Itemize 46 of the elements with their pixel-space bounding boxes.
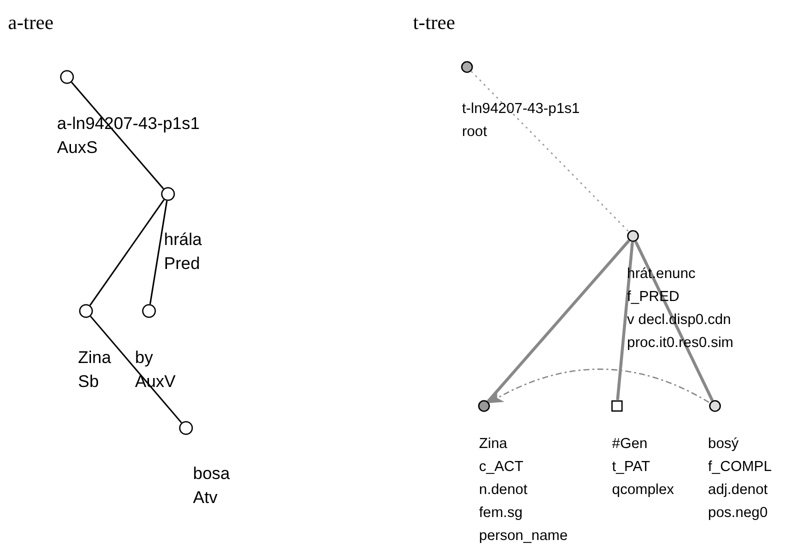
tree-edge [149, 200, 168, 304]
node-label: t-ln94207-43-p1s1 [462, 100, 580, 119]
node-attribute: Pred [164, 253, 200, 275]
node-label: bosý [708, 435, 739, 454]
tree-edge [90, 316, 182, 424]
node-circle [161, 187, 175, 201]
node-label: hrála [164, 229, 202, 251]
node-circle [627, 230, 639, 242]
tree-edge [89, 199, 165, 306]
node-attribute: Sb [78, 371, 99, 393]
node-attribute: fem.sg [479, 504, 523, 523]
node-attribute: c_ACT [479, 458, 524, 477]
tree-edge [616, 242, 634, 400]
node-attribute: AuxS [57, 137, 98, 159]
node-attribute: proc.it0.res0.sim [627, 334, 734, 353]
node-attribute: v decl.disp0.cdn [627, 311, 731, 330]
node-attribute: n.denot [479, 481, 528, 500]
node-label: Zina [78, 347, 112, 369]
node-label: hrát.enunc [627, 265, 696, 284]
node-attribute: t_PAT [612, 458, 650, 477]
node-circle [142, 304, 156, 318]
node-circle [179, 421, 193, 435]
node-attribute: f_COMPL [708, 458, 772, 477]
node-circle [60, 70, 74, 84]
tree-edge [486, 240, 630, 402]
node-circle [478, 400, 490, 412]
tree-title: t-tree [413, 12, 456, 35]
node-attribute: Atv [193, 487, 218, 509]
tree-edge [634, 240, 714, 402]
node-square [611, 400, 623, 412]
node-label: by [135, 347, 153, 369]
node-label: Zina [479, 435, 508, 454]
node-label: #Gen [612, 435, 648, 454]
node-circle [79, 304, 93, 318]
node-attribute: qcomplex [612, 481, 674, 500]
node-circle [461, 61, 473, 73]
node-attribute: pos.neg0 [708, 504, 768, 523]
tree-title: a-tree [8, 12, 54, 35]
node-label: bosa [193, 463, 230, 485]
node-attribute: root [462, 123, 487, 142]
node-circle [709, 400, 721, 412]
node-attribute: f_PRED [627, 288, 680, 307]
coreference-arrow [488, 368, 710, 404]
node-attribute: person_name [479, 527, 568, 546]
tree-edge [470, 70, 630, 232]
node-attribute: adj.denot [708, 481, 768, 500]
